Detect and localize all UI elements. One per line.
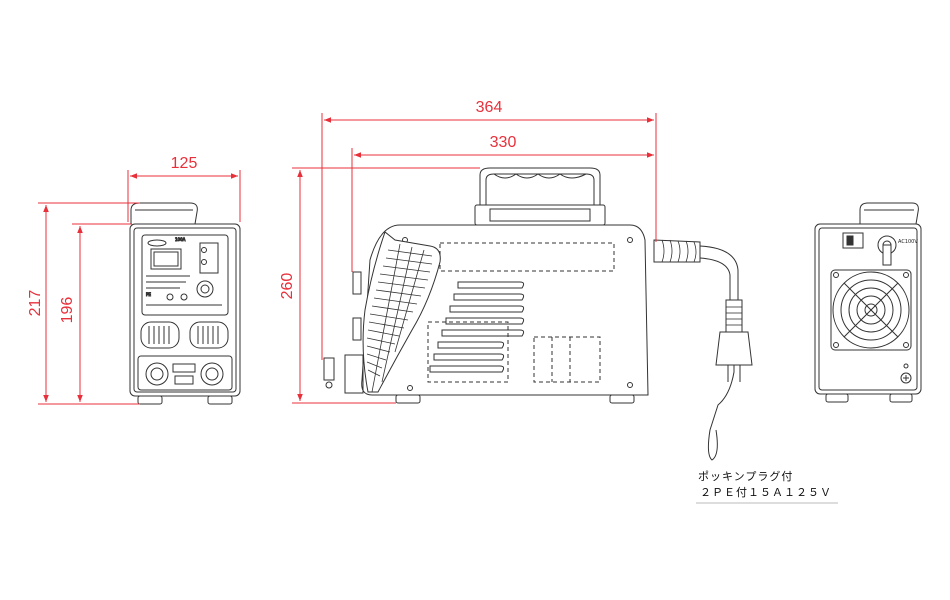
dim-side-height: 260 xyxy=(279,273,296,300)
dim-front-width: 125 xyxy=(171,155,198,172)
dim-body-height: 196 xyxy=(59,297,76,324)
terminal-right xyxy=(200,362,224,386)
side-front-grill xyxy=(362,231,441,393)
front-vent-left xyxy=(140,321,180,349)
display-window xyxy=(150,248,182,270)
dim-side-body-length: 330 xyxy=(490,134,517,151)
dial-knob xyxy=(196,280,214,298)
plug-note-line2: ２ＰＥ付１５Ａ１２５Ｖ xyxy=(700,486,832,499)
terminal-panel xyxy=(137,355,233,391)
control-panel xyxy=(141,234,229,316)
dim-side-total-length: 364 xyxy=(476,99,503,116)
front-vent-right xyxy=(189,321,229,349)
front-view: 100A PE xyxy=(129,202,241,405)
power-plug xyxy=(715,331,753,366)
dimension-lines xyxy=(38,113,657,405)
svg-text:PE: PE xyxy=(146,292,151,297)
svg-text:100A: 100A xyxy=(175,237,186,242)
rear-voltage-label: AC100V xyxy=(898,239,918,245)
plug-note-line1: ポッキンプラグ付 xyxy=(698,469,793,483)
terminal-left xyxy=(145,362,169,386)
dim-total-height: 217 xyxy=(27,290,44,317)
side-view xyxy=(323,167,753,461)
ground-screw xyxy=(900,372,912,384)
side-handle xyxy=(479,167,601,225)
rear-view xyxy=(814,202,922,403)
power-cord xyxy=(699,245,739,300)
fan-guard xyxy=(830,269,912,351)
front-handle xyxy=(130,202,198,225)
side-vent-slats xyxy=(429,281,525,373)
cable-gland xyxy=(653,239,701,263)
rear-handle xyxy=(859,202,919,225)
